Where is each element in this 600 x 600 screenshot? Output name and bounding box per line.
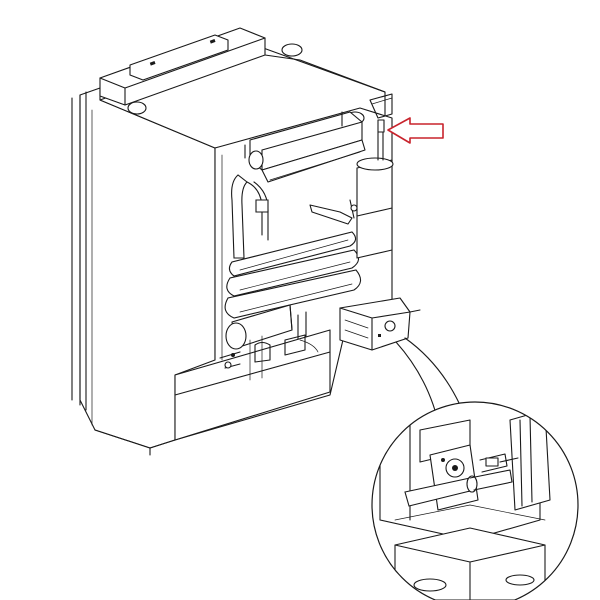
right-reservoir-tube: [356, 93, 394, 259]
gas-control-box: [339, 297, 421, 351]
coiled-heat-exchanger: [224, 231, 362, 319]
lower-burner-area: [174, 329, 331, 441]
condenser-fin-assembly: [244, 111, 366, 183]
red-pointer-arrow: [387, 117, 444, 144]
detail-magnified-burner: [379, 402, 551, 600]
left-cooling-pipe: [231, 174, 269, 259]
wire-clip: [309, 199, 358, 225]
cabinet-base: [94, 429, 176, 456]
boiler-cylinder: [225, 304, 307, 350]
detail-magnifier: [371, 401, 579, 600]
